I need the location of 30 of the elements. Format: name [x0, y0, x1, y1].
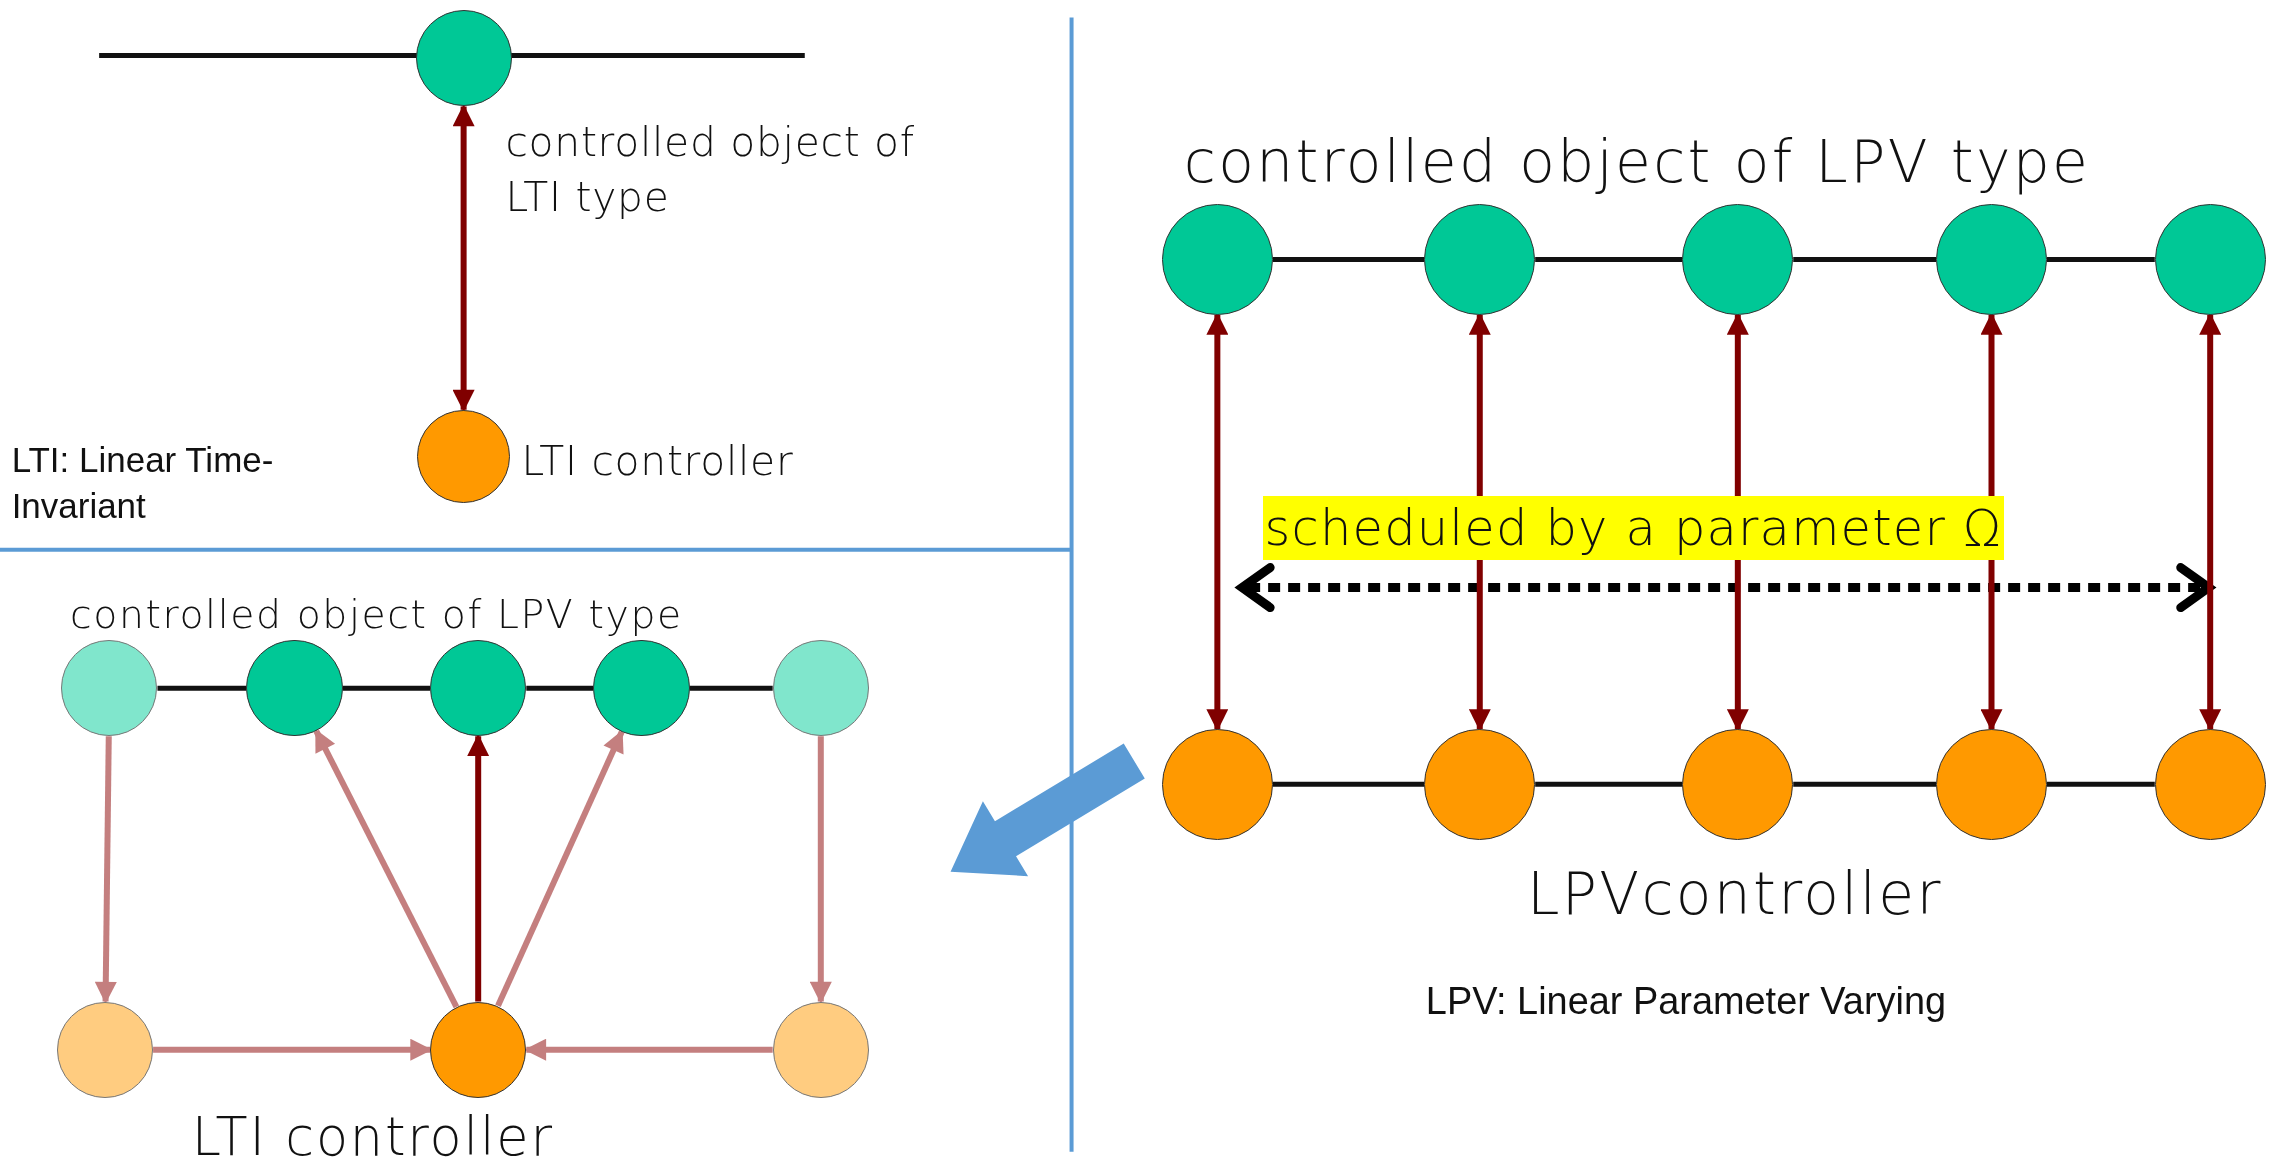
row-heading: controlled object of LPV type — [1183, 127, 2091, 199]
connector-line — [1272, 257, 1425, 262]
arrow — [2199, 312, 2222, 732]
arrow — [452, 104, 475, 412]
arrow — [1206, 312, 1229, 732]
row-heading: LPVcontroller — [1525, 859, 1944, 931]
arrow — [94, 736, 117, 1004]
connector-line — [526, 685, 594, 691]
highlighted-label: scheduled by a parameter Ω — [1262, 495, 2004, 561]
connector-line — [2046, 257, 2155, 262]
arrow — [809, 736, 832, 1004]
row-heading: controlled object of LPV type — [69, 590, 683, 639]
connector-line — [342, 685, 431, 691]
connector-line — [1793, 257, 1937, 262]
arrow — [524, 1038, 773, 1061]
connector-line — [2046, 781, 2155, 787]
arrow — [313, 729, 460, 1009]
connector-line — [1793, 781, 1937, 787]
node-caption: LTI controller — [190, 1104, 555, 1169]
connector-line — [1535, 257, 1683, 262]
connector-line — [689, 685, 773, 691]
arrow — [495, 729, 625, 1008]
abbreviation-note: LTI: Linear Time-Invariant — [11, 439, 275, 527]
node-caption: controlled object of LTI type — [505, 116, 916, 223]
connector-line — [1272, 781, 1425, 787]
node-caption: LTI controller — [521, 436, 795, 487]
connector-line — [157, 685, 247, 691]
connector-line — [1535, 781, 1683, 787]
arrow — [467, 734, 490, 1002]
abbreviation-note: LPV: Linear Parameter Varying — [1425, 978, 1947, 1024]
